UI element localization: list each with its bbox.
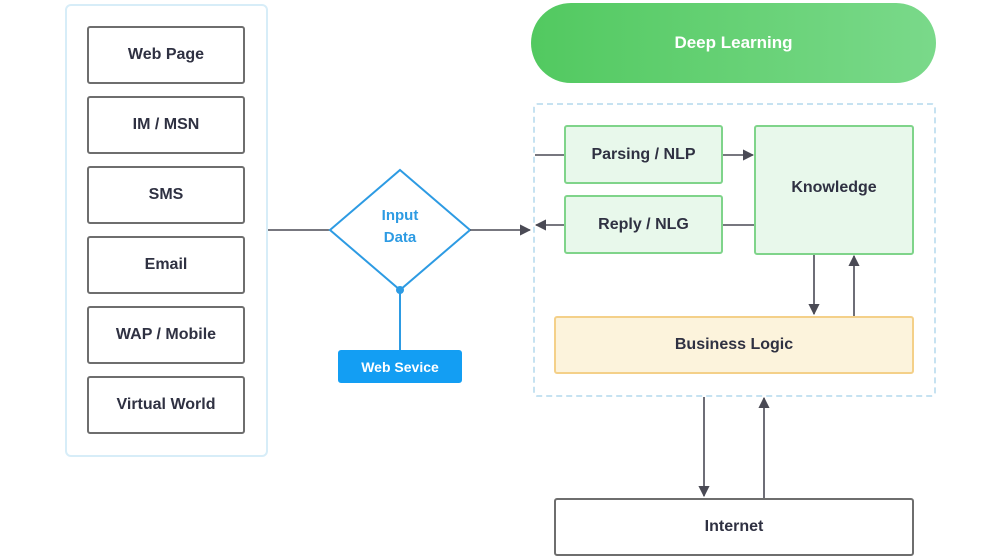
internet-box: Internet: [554, 498, 914, 556]
parsing-nlp-box: Parsing / NLP: [564, 125, 723, 184]
channel-wap-mobile: WAP / Mobile: [87, 306, 245, 364]
input-data-label: Input Data: [340, 205, 460, 255]
input-data-line2: Data: [383, 229, 417, 246]
input-data-line1: Input: [381, 207, 419, 224]
channel-email: Email: [87, 236, 245, 294]
channel-virtual-world: Virtual World: [87, 376, 245, 434]
connector-dot: [396, 286, 404, 294]
deep-learning-banner: Deep Learning: [531, 3, 936, 83]
channel-web-page: Web Page: [87, 26, 245, 84]
engine-frame: [533, 103, 936, 397]
channel-sms: SMS: [87, 166, 245, 224]
business-logic-box: Business Logic: [554, 316, 914, 374]
reply-nlg-box: Reply / NLG: [564, 195, 723, 254]
web-service-badge: Web Sevice: [338, 350, 462, 383]
knowledge-box: Knowledge: [754, 125, 914, 255]
channel-im-msn: IM / MSN: [87, 96, 245, 154]
